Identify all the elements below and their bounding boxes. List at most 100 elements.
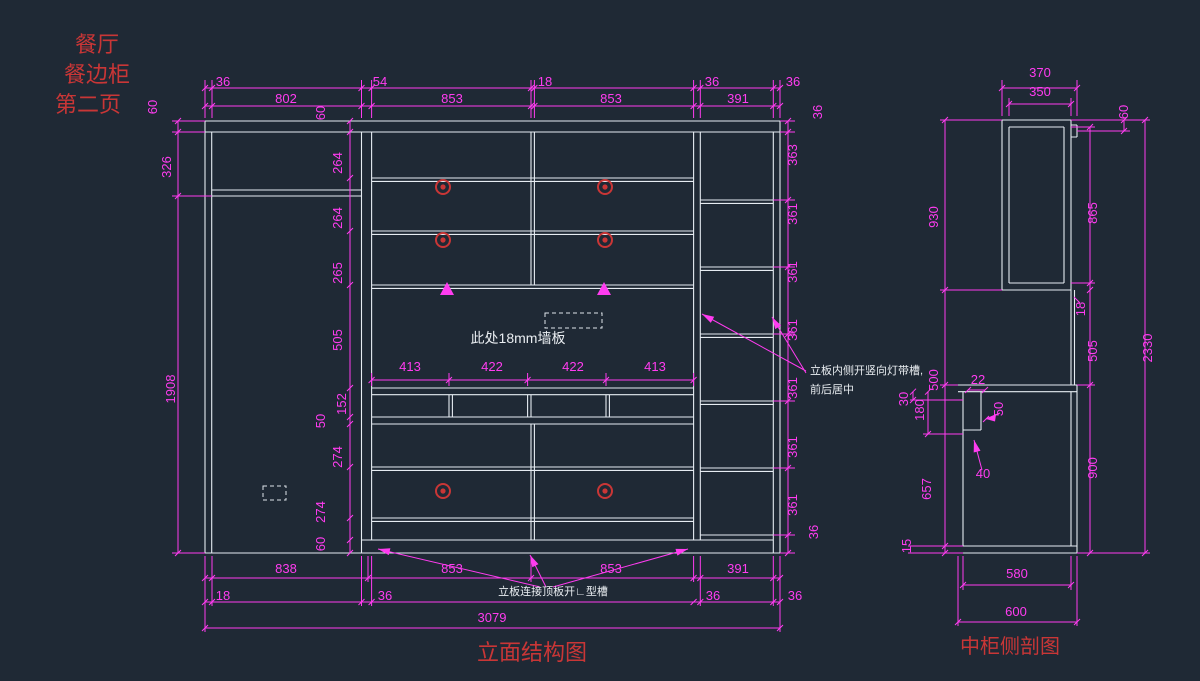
hinge-symbol (435, 483, 451, 499)
left-section-shelf (211, 189, 362, 197)
bottom-extension-lines (204, 556, 781, 632)
top-extension-lines (204, 80, 781, 118)
dim-label: 853 (441, 561, 463, 576)
middle-row-dimension (368, 373, 697, 386)
wall-note: 此处18mm墙板 (471, 330, 566, 346)
dim-label: 18 (1073, 302, 1088, 316)
selection-ghost-box (262, 485, 287, 501)
right-column-shelves (700, 199, 774, 536)
dim-label: 36 (706, 588, 720, 603)
vertical-dividers (360, 132, 701, 553)
lower-cabinet-profile (958, 384, 1078, 554)
dim-label: 413 (644, 359, 666, 374)
dim-label: 361 (785, 436, 800, 458)
hinge-symbol (435, 232, 451, 248)
dim-label: 60 (1116, 105, 1131, 119)
selection-ghost-box (544, 312, 603, 329)
dim-label: 36 (788, 588, 802, 603)
back-panel (1070, 290, 1076, 385)
top-ticks (201, 84, 784, 110)
dim-label: 505 (1085, 340, 1100, 362)
dim-label: 50 (313, 414, 328, 428)
dim-label: 36 (810, 105, 825, 119)
elevation-dimension-lines (172, 80, 807, 632)
dim-label: 36 (806, 525, 821, 539)
light-strip-note-line1: 立板内侧开竖向灯带槽, (810, 363, 923, 377)
inner-chain (346, 117, 354, 557)
side-top-dims (998, 80, 1081, 116)
dim-label: 54 (373, 74, 387, 89)
side-left-chain (908, 116, 1002, 557)
dim-label: 1908 (163, 375, 178, 404)
side-section-geometry (958, 119, 1078, 554)
dim-label: 36 (786, 74, 800, 89)
groove-note: 立板连接顶板开∟型槽 (498, 584, 608, 598)
middle-shelves (371, 177, 694, 522)
dim-label: 930 (926, 206, 941, 228)
band-dividers (448, 394, 610, 417)
cabinet-outline (204, 120, 781, 554)
bottom-dimension-lines (205, 577, 780, 629)
dim-label: 361 (785, 494, 800, 516)
dim-label: 580 (1006, 566, 1028, 581)
dim-label: 274 (330, 446, 345, 468)
annotations: 此处18mm墙板 立板连接顶板开∟型槽 立板内侧开竖向灯带槽, 前后居中 (471, 330, 924, 598)
dim-label: 274 (313, 501, 328, 523)
dim-label: 265 (330, 262, 345, 284)
side-arrowheads (973, 414, 996, 453)
side-bottom-dims (954, 556, 1081, 626)
dim-label: 60 (313, 537, 328, 551)
dim-label: 180 (912, 399, 927, 421)
dim-label: 326 (159, 156, 174, 178)
dim-label: 853 (441, 91, 463, 106)
hinge-symbol (597, 179, 613, 195)
dim-label: 152 (334, 393, 349, 415)
dim-label: 505 (330, 329, 345, 351)
elevation-geometry (204, 120, 781, 554)
dim-label: 30 (896, 392, 911, 406)
dim-label: 853 (600, 91, 622, 106)
dim-label: 422 (481, 359, 503, 374)
dim-label: 500 (926, 369, 941, 391)
dim-label: 657 (919, 478, 934, 500)
elevation-title: 立面结构图 (477, 640, 587, 665)
top-dimension-lines (205, 87, 780, 107)
fitting-symbols (435, 179, 613, 499)
dim-label: 36 (216, 74, 230, 89)
dim-label: 18 (538, 74, 552, 89)
dim-label: 413 (399, 359, 421, 374)
dim-label: 2330 (1140, 334, 1155, 363)
overall-width-label: 3079 (478, 610, 507, 625)
dim-label: 600 (1005, 604, 1027, 619)
dim-label: 361 (785, 203, 800, 225)
side-dimension-labels: 370 350 60 930 500 657 15 30 180 865 505… (896, 65, 1155, 619)
dim-label: 802 (275, 91, 297, 106)
hinge-symbol (435, 179, 451, 195)
dim-label: 838 (275, 561, 297, 576)
dim-label: 60 (145, 100, 160, 114)
leader-lines (377, 313, 807, 588)
dim-label: 22 (971, 372, 985, 387)
dim-label: 350 (1029, 84, 1051, 99)
upper-cabinet-profile (1001, 119, 1078, 291)
dim-label: 370 (1029, 65, 1051, 80)
dim-label: 361 (785, 319, 800, 341)
sheet-header-line3: 第二页 (55, 92, 121, 117)
dim-label: 15 (899, 539, 914, 553)
left-chain (172, 117, 212, 557)
dim-label: 363 (785, 144, 800, 166)
dim-label: 853 (600, 561, 622, 576)
dim-label: 361 (785, 261, 800, 283)
dim-label: 36 (378, 588, 392, 603)
sheet-header-line2: 餐边柜 (64, 62, 130, 87)
dim-label: 36 (705, 74, 719, 89)
sheet-header-line1: 餐厅 (75, 32, 119, 57)
dim-label: 865 (1085, 202, 1100, 224)
dim-label: 60 (313, 106, 328, 120)
side-overall-chain (1071, 116, 1150, 557)
bottom-ticks (201, 574, 784, 632)
dim-label: 391 (727, 561, 749, 576)
dim-label: 50 (991, 402, 1006, 416)
